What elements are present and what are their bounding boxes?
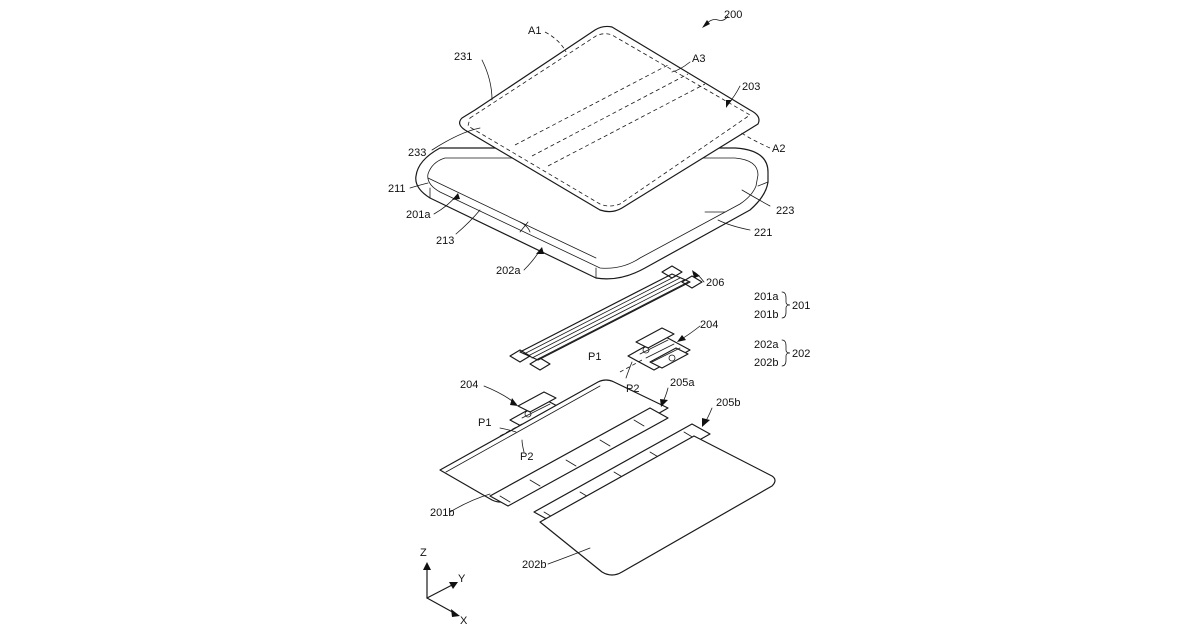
legend-202: 202 xyxy=(792,348,810,360)
reference-200: 200 xyxy=(702,9,742,28)
axis-label-z: Z xyxy=(420,547,427,559)
label-202a: 202a xyxy=(496,265,521,277)
label-205b: 205b xyxy=(716,397,740,409)
label-204-left: 204 xyxy=(460,379,478,391)
axis-label-y: Y xyxy=(458,573,466,585)
label-P1-top: P1 xyxy=(588,351,601,363)
label-201a: 201a xyxy=(406,209,431,221)
label-213: 213 xyxy=(436,235,454,247)
label-201b: 201b xyxy=(430,507,454,519)
label-231: 231 xyxy=(454,51,472,63)
coordinate-axes xyxy=(423,562,460,617)
label-P1-left: P1 xyxy=(478,417,491,429)
axis-label-x: X xyxy=(460,615,468,627)
label-A2: A2 xyxy=(772,143,785,155)
legend-201b: 201b xyxy=(754,309,778,321)
leader-lines xyxy=(409,31,771,565)
legend-202a: 202a xyxy=(754,339,779,351)
housing-201a-202a xyxy=(415,147,769,280)
label-223: 223 xyxy=(776,205,794,217)
label-P2-left: P2 xyxy=(520,451,533,463)
plate-202b xyxy=(539,435,776,576)
plate-201b xyxy=(439,379,669,503)
label-204-top: 204 xyxy=(700,319,718,331)
legend-202b: 202b xyxy=(754,357,778,369)
label-206: 206 xyxy=(706,277,724,289)
label-211: 211 xyxy=(388,183,406,195)
label-A3: A3 xyxy=(692,53,705,65)
label-221: 221 xyxy=(754,227,772,239)
part-labels: A1 A3 203 231 233 A2 211 201a 223 213 22… xyxy=(388,25,794,571)
label-233: 233 xyxy=(408,147,426,159)
label-205a: 205a xyxy=(670,377,695,389)
ref-200-label: 200 xyxy=(724,9,742,21)
hinge-204-top xyxy=(619,327,691,373)
legend-brackets xyxy=(781,291,791,367)
strip-205a xyxy=(489,407,669,507)
label-203: 203 xyxy=(742,81,760,93)
legend: 201a 201b 201 202a 202b 202 xyxy=(754,291,810,369)
legend-201: 201 xyxy=(792,300,810,312)
label-202b: 202b xyxy=(522,559,546,571)
label-A1: A1 xyxy=(528,25,541,37)
label-P2-top: P2 xyxy=(626,383,639,395)
display-panel-203 xyxy=(459,25,760,213)
axis-labels: Z Y X xyxy=(420,547,468,627)
legend-201a: 201a xyxy=(754,291,779,303)
flexible-member-206 xyxy=(509,265,703,371)
